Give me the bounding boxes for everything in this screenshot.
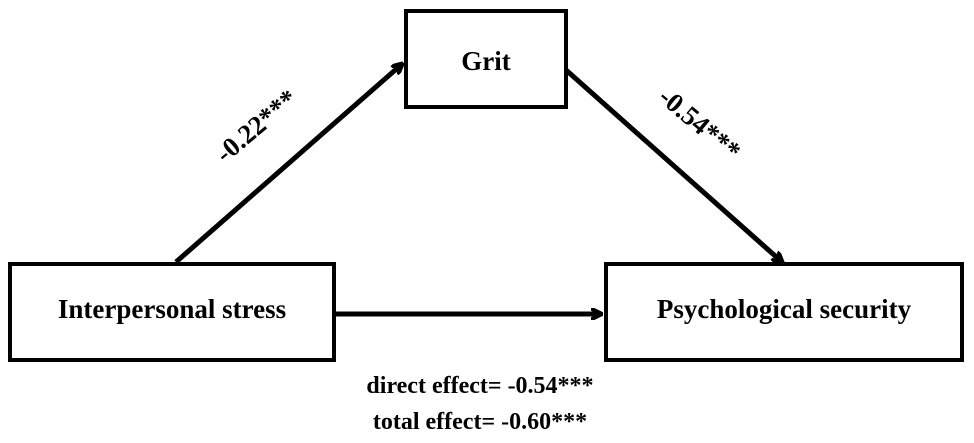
predictor-box <box>8 262 336 362</box>
predictor-node: Interpersonal stress <box>8 262 336 362</box>
path-b-arrow <box>564 68 782 262</box>
mediator-box <box>404 9 568 109</box>
path-b-label: -0.54*** <box>653 81 746 166</box>
mediator-label: Grit <box>461 46 510 76</box>
mediator-node: Grit <box>404 9 568 109</box>
direct-effect-text: direct effect= -0.54*** <box>366 373 593 399</box>
path-a-arrow <box>174 64 402 264</box>
total-effect-text: total effect= -0.60*** <box>373 409 587 435</box>
outcome-node: Psychological security <box>604 262 964 362</box>
outcome-label: Psychological security <box>657 294 912 324</box>
path-a-label: -0.22*** <box>210 83 303 168</box>
predictor-label: Interpersonal stress <box>58 294 286 324</box>
